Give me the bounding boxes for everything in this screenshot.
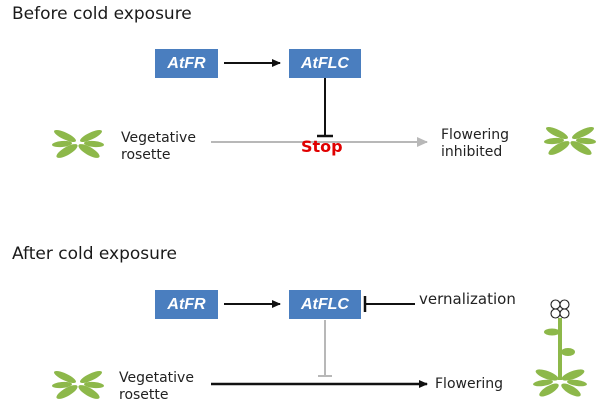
after-left-label-line2: rosette (119, 387, 169, 403)
before-left-label-line1: Vegetative (121, 130, 196, 146)
after-left-rosette-icon (52, 371, 104, 399)
before-vegetative-rosette-label: Vegetative rosette (121, 130, 196, 164)
before-atfr-box: AtFR (155, 49, 218, 78)
after-flowering-label: Flowering (435, 376, 503, 392)
after-atflc-box: AtFLC (289, 290, 361, 319)
before-left-rosette-icon (52, 130, 104, 158)
flowering-plant-icon (533, 299, 587, 397)
before-right-label-line2: inhibited (441, 144, 503, 160)
vernalization-label: vernalization (419, 290, 516, 308)
before-flowering-inhibited-label: Flowering inhibited (441, 127, 509, 161)
before-atflc-box: AtFLC (289, 49, 361, 78)
before-right-rosette-icon (544, 127, 596, 155)
after-atfr-box: AtFR (155, 290, 218, 319)
before-left-label-line2: rosette (121, 147, 171, 163)
after-section-title: After cold exposure (12, 244, 178, 264)
stop-label: Stop (301, 137, 343, 156)
after-vegetative-rosette-label: Vegetative rosette (119, 370, 194, 404)
before-right-label-line1: Flowering (441, 127, 509, 143)
before-section-title: Before cold exposure (12, 4, 192, 24)
after-left-label-line1: Vegetative (119, 370, 194, 386)
